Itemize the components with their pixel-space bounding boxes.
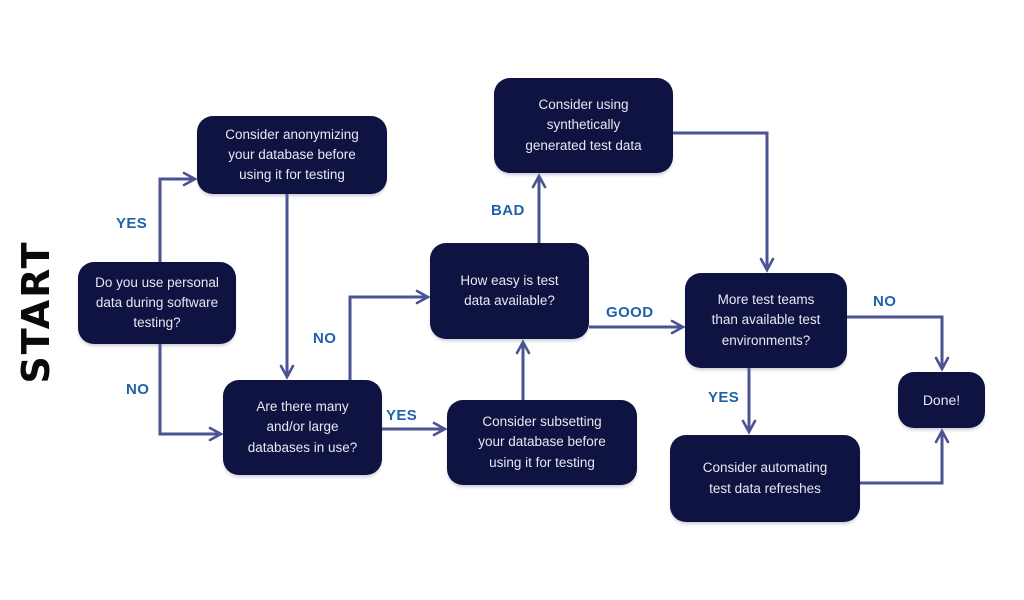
edge-personal-yes-anonymize [158,171,198,262]
edge-synthetic-teams [673,131,775,273]
node-automate-refreshes-advice: Consider automating test data refreshes [670,435,860,522]
node-many-databases-question: Are there many and/or large databases in… [223,380,382,475]
edge-label-personal-yes: YES [116,215,148,232]
edge-label-availability-good: GOOD [606,304,654,321]
edge-label-many-yes: YES [386,407,418,424]
edge-label-personal-no: NO [126,381,150,398]
edge-label-teams-yes: YES [708,389,740,406]
edge-personal-no-many [158,344,224,442]
node-subsetting-advice: Consider subsetting your database before… [447,400,637,485]
node-anonymize-advice: Consider anonymizing your database befor… [197,116,387,194]
node-done: Done! [898,372,985,428]
start-label: START [14,240,58,384]
edge-many-no-availability [348,289,431,380]
node-test-environments-question: More test teams than available test envi… [685,273,847,368]
edge-label-many-no: NO [313,330,337,347]
edge-automate-done [860,428,950,485]
node-personal-data-question: Do you use personal data during software… [78,262,236,344]
edge-label-availability-bad: BAD [491,202,525,219]
edge-label-teams-no: NO [873,293,897,310]
edge-teams-no-done [847,315,950,372]
node-synthetic-data-advice: Consider using synthetically generated t… [494,78,673,173]
node-data-availability-question: How easy is test data available? [430,243,589,339]
